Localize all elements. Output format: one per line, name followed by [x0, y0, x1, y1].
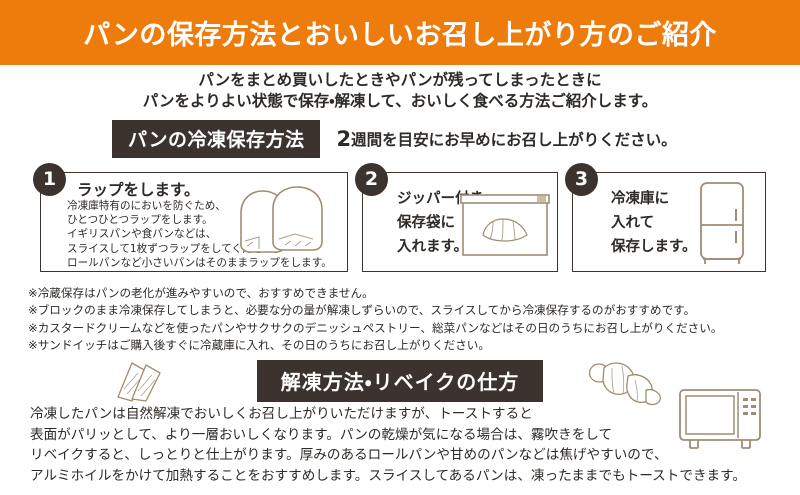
- freeze-section-banner-label: パンの冷凍保存方法: [112, 120, 321, 158]
- step-3-line-1: 冷凍庫に: [611, 191, 669, 207]
- refrigerator-icon: [700, 182, 744, 264]
- thaw-description: 冷凍したパンは自然解凍でおいしくお召し上がりいただけますが、トーストすると 表面…: [30, 404, 770, 486]
- page-header-banner: パンの保存方法とおいしいお召し上がり方のご紹介: [0, 0, 800, 65]
- wrapped-bread-icon: [240, 186, 323, 253]
- note-line-3: ※カスタードクリームなどを使ったパンやサクサクのデニッシュペストリー、総菜パンな…: [28, 320, 723, 335]
- freeze-section-header: パンの冷凍保存方法 2週間を目安にお早めにお召し上がりください。: [112, 120, 677, 158]
- freeze-section-note: 2週間を目安にお早めにお召し上がりください。: [336, 127, 676, 151]
- note-line-1: ※冷蔵保存はパンの老化が進みやすいので、おすすめできません。: [28, 286, 374, 300]
- thaw-line-2: 表面がパリッとして、より一層おいしくなります。パンの乾燥が気になる場合は、霧吹き…: [30, 426, 613, 443]
- step-1-line-1: 冷凍庫特有のにおいを防ぐため、: [67, 200, 226, 212]
- step-2-line-3: 入れます。: [397, 239, 469, 255]
- step-1-title: ラップをします。: [77, 181, 200, 199]
- step-number-badge-1: 1: [33, 163, 66, 196]
- freeze-step-1: 1 ラップをします。 冷凍庫特有のにおいを防ぐため、 ひとつひとつラップをします…: [33, 163, 348, 272]
- thaw-line-3: リベイクすると、しっとりと仕上がります。厚みのあるロールパンや甘めのパンなどは焦…: [30, 447, 668, 463]
- step-1-description: 冷凍庫特有のにおいを防ぐため、 ひとつひとつラップをします。 イギリスパンや食パ…: [67, 199, 332, 270]
- notes-list: ※冷蔵保存はパンの老化が進みやすいので、おすすめできません。 ※ブロックのまま冷…: [28, 285, 786, 355]
- step-2-line-2: 保存袋に: [397, 215, 455, 231]
- freeze-note-text: 週間を目安にお早めにお召し上がりください。: [351, 131, 677, 149]
- croissant-icon: [588, 362, 661, 406]
- step-1-line-3: イギリスパンや食パンなどは、: [67, 228, 217, 241]
- step-3-line-2: 入れて: [611, 215, 655, 231]
- freeze-note-number: 2: [336, 127, 352, 151]
- thaw-section-header: 解凍方法・リベイクの仕方: [0, 360, 800, 402]
- step-1-line-4: スライスして1枚ずつラップをしてください。: [67, 242, 285, 255]
- toaster-oven-icon: [679, 389, 761, 449]
- step-number-badge-3: 3: [565, 163, 598, 196]
- zipper-bag-croissant-icon: [460, 194, 550, 256]
- thaw-section-banner-label: 解凍方法・リベイクの仕方: [256, 360, 544, 402]
- note-line-2: ※ブロックのまま冷凍保存してしまうと、必要な分の量が解凍しずらいので、スライスし…: [28, 303, 696, 318]
- sandwich-icon: [117, 362, 161, 402]
- step-1-line-5: ロールパンなど小さいパンはそのままラップをします。: [67, 256, 332, 269]
- intro-line-1: パンをまとめ買いしたときやパンが残ってしまったときに: [198, 71, 602, 89]
- note-line-4: ※サンドイッチはご購入後すぐに冷蔵庫に入れ、その日のうちにお召し上がりください。: [28, 338, 490, 353]
- freeze-step-3: 3 冷凍庫に 入れて 保存します。: [565, 163, 766, 272]
- step-3-description: 冷凍庫に 入れて 保存します。: [611, 187, 697, 259]
- page-title: パンの保存方法とおいしいお召し上がり方のご紹介: [83, 20, 717, 51]
- step-3-line-3: 保存します。: [611, 239, 697, 255]
- thaw-line-4: アルミホイルをかけて加熱することをおすすめします。スライスしてあるパンは、凍った…: [30, 467, 746, 484]
- thaw-line-1: 冷凍したパンは自然解凍でおいしくお召し上がりいただけますが、トーストすると: [30, 406, 533, 422]
- freeze-step-2: 2 ジッパー付き 保存袋に 入れます。: [355, 163, 558, 272]
- step-1-line-2: ひとつひとつラップをします。: [67, 214, 213, 227]
- step-number-badge-2: 2: [355, 163, 388, 196]
- intro-line-2: パンをよりよい状態で保存・解凍して、おいしく食べる方法ご紹介します。: [142, 92, 658, 110]
- freeze-steps-row: 1 ラップをします。 冷凍庫特有のにおいを防ぐため、 ひとつひとつラップをします…: [33, 163, 766, 272]
- intro-text: パンをまとめ買いしたときやパンが残ってしまったときに パンをよりよい状態で保存・…: [0, 70, 800, 112]
